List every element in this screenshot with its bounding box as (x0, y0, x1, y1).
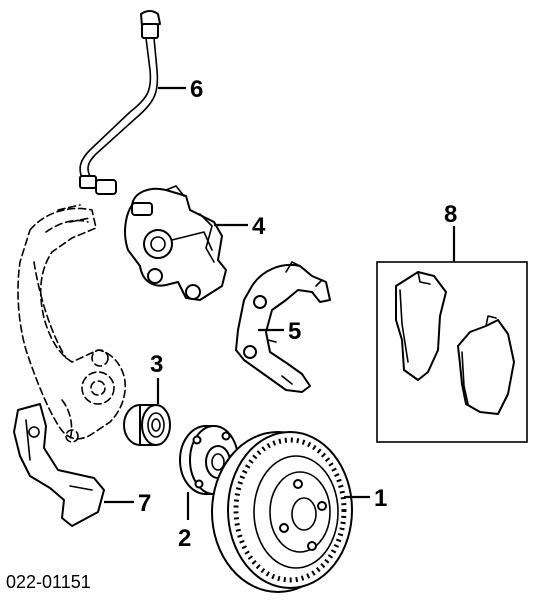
wheel-bearing (123, 404, 171, 446)
steering-knuckle (17, 204, 126, 443)
brake-hose (79, 10, 161, 195)
brake-pad-right (457, 315, 515, 415)
dust-shield (13, 403, 105, 527)
callout-7: 7 (138, 490, 151, 517)
callout-8: 8 (444, 201, 457, 228)
caliper-bracket (235, 261, 331, 393)
callout-2: 2 (178, 525, 191, 552)
brake-pad-left (395, 271, 447, 381)
diagram-code: 022-01151 (6, 572, 91, 592)
callout-6: 6 (190, 76, 203, 103)
callout-3: 3 (150, 351, 163, 378)
brake-rotor (211, 431, 353, 593)
callout-1: 1 (374, 485, 387, 512)
callout-4: 4 (252, 213, 266, 240)
callout-5: 5 (288, 318, 301, 345)
caliper (124, 185, 227, 301)
